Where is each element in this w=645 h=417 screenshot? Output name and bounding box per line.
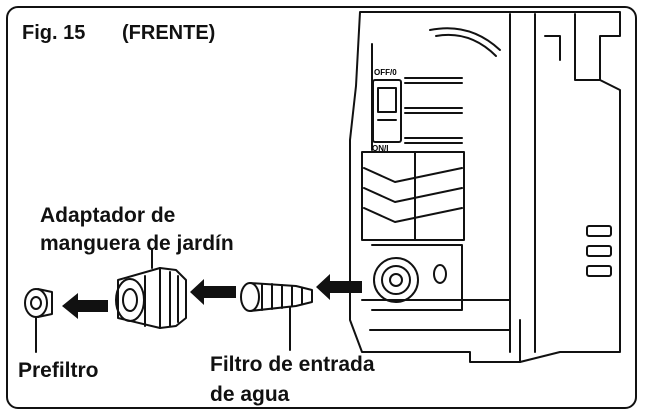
water-inlet <box>371 244 463 311</box>
inlet-filter <box>240 282 313 351</box>
figure-view: (FRENTE) <box>122 22 216 44</box>
power-switch <box>372 79 402 143</box>
pressure-washer-body <box>349 11 621 363</box>
vent-panel <box>361 151 465 241</box>
figure-frame <box>6 6 637 409</box>
figure-number: Fig. 15 <box>22 22 86 44</box>
prefilter-part <box>24 288 53 353</box>
adapter-label-line-2: manguera de jardín <box>40 232 234 255</box>
direction-arrows <box>62 274 362 319</box>
side-slots <box>586 225 612 277</box>
inlet-filter-label-line-1: Filtro de entrada <box>210 353 375 376</box>
body-ribs <box>404 77 463 144</box>
inlet-filter-label-line-2: de agua <box>210 383 290 406</box>
switch-off-text: OFF/0 <box>374 68 397 77</box>
switch-on-text: ON/I <box>372 144 388 153</box>
prefilter-label: Prefiltro <box>18 359 99 382</box>
garden-hose-adapter <box>115 249 187 329</box>
adapter-label-line-1: Adaptador de <box>40 204 176 227</box>
